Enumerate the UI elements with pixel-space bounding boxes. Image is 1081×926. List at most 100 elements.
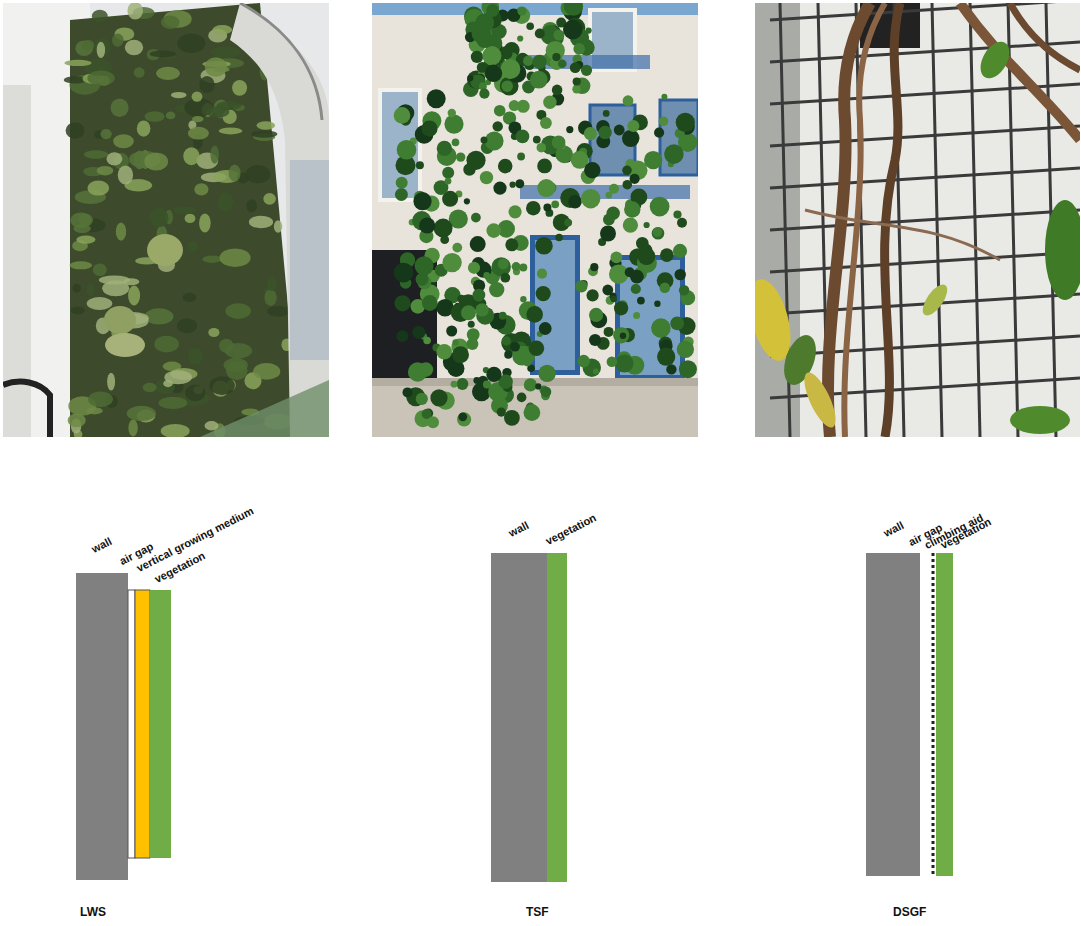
foliage-patch bbox=[183, 293, 197, 302]
ivy-leaf bbox=[577, 355, 590, 368]
foliage-patch bbox=[188, 348, 203, 365]
ivy-leaf bbox=[624, 201, 640, 217]
ivy-leaf bbox=[664, 144, 684, 164]
ivy-leaf bbox=[666, 364, 676, 374]
foliage-patch bbox=[224, 358, 248, 372]
ivy-leaf bbox=[552, 136, 566, 150]
ivy-leaf bbox=[609, 184, 619, 194]
foliage-patch bbox=[82, 40, 94, 50]
ivy-leaf bbox=[652, 227, 665, 240]
foliage-patch bbox=[87, 283, 95, 297]
ivy-leaf bbox=[584, 127, 597, 140]
ivy-leaf bbox=[581, 189, 600, 208]
trellis-bar bbox=[770, 252, 1080, 272]
ivy-leaf bbox=[422, 409, 432, 419]
vegetation-layer bbox=[936, 553, 953, 876]
foliage-patch bbox=[172, 207, 196, 214]
layer-label: wall bbox=[507, 520, 531, 539]
ivy-leaf bbox=[445, 178, 452, 185]
foliage-patch bbox=[183, 147, 199, 165]
ivy-leaf bbox=[623, 95, 634, 106]
foliage-patch bbox=[177, 34, 205, 53]
ivy-leaf bbox=[590, 263, 598, 271]
foliage-patch bbox=[229, 164, 241, 181]
foliage-patch bbox=[149, 208, 168, 227]
ivy-leaf bbox=[457, 295, 465, 303]
ivy-leaf bbox=[504, 410, 520, 426]
foliage-patch bbox=[210, 145, 219, 163]
ivy-leaf bbox=[566, 126, 573, 133]
ivy-leaf bbox=[535, 29, 545, 39]
ivy-leaf bbox=[555, 234, 563, 242]
foliage-patch bbox=[205, 421, 219, 430]
ivy-leaf bbox=[457, 412, 471, 426]
foliage-patch bbox=[210, 376, 235, 395]
ivy-leaf bbox=[589, 308, 603, 322]
photo-climbing-aid bbox=[755, 3, 1080, 437]
foliage-patch bbox=[161, 15, 180, 29]
ivy-leaf bbox=[451, 381, 458, 388]
foliage-patch bbox=[116, 223, 126, 241]
ivy-leaf bbox=[415, 256, 434, 275]
growing-medium-layer bbox=[135, 590, 150, 858]
ivy-leaf bbox=[520, 296, 526, 302]
foliage-patch bbox=[185, 385, 205, 402]
foliage-patch bbox=[145, 308, 174, 324]
ivy-leaf bbox=[537, 143, 547, 153]
trellis-bar bbox=[770, 168, 1080, 188]
ivy-leaf bbox=[654, 128, 664, 138]
ivy-leaf bbox=[508, 205, 521, 218]
ivy-leaf bbox=[677, 218, 687, 228]
ivy-leaf bbox=[436, 344, 452, 360]
ivy-leaf bbox=[523, 56, 533, 66]
ivy-leaf bbox=[589, 334, 601, 346]
ivy-leaf bbox=[456, 152, 465, 161]
ivy-leaf bbox=[498, 159, 513, 174]
ivy-leaf bbox=[654, 301, 660, 307]
foliage-patch bbox=[166, 112, 176, 120]
ivy-leaf bbox=[413, 192, 431, 210]
ivy-leaf bbox=[644, 222, 650, 228]
ivy-leaf bbox=[670, 317, 684, 331]
ivy-leaf bbox=[650, 197, 670, 217]
ivy-leaf bbox=[637, 297, 645, 305]
foliage-patch bbox=[111, 99, 129, 117]
foliage-patch bbox=[267, 276, 277, 291]
trellis-bar bbox=[770, 336, 1080, 356]
trellis-bar bbox=[970, 3, 980, 437]
foliage-patch bbox=[257, 121, 276, 129]
air-gap-layer bbox=[128, 590, 135, 858]
ivy-leaf bbox=[471, 213, 481, 223]
foliage-patch bbox=[219, 127, 243, 134]
ivy-leaf bbox=[622, 130, 639, 147]
foliage-patch bbox=[267, 306, 290, 317]
layer-label: wall bbox=[90, 536, 114, 555]
ivy-leaf bbox=[437, 141, 452, 156]
ivy-leaf bbox=[524, 404, 541, 421]
ivy-leaf bbox=[607, 207, 620, 220]
ivy-leaf bbox=[572, 85, 580, 93]
foliage-patch bbox=[185, 214, 196, 223]
wall-layer bbox=[491, 553, 547, 882]
ivy-leaf bbox=[524, 378, 537, 391]
foliage-patch bbox=[211, 46, 241, 58]
ivy-leaf bbox=[519, 264, 527, 272]
ivy-leaf bbox=[541, 386, 552, 397]
ivy-leaf bbox=[644, 151, 662, 169]
foliage-patch bbox=[84, 150, 108, 158]
ivy-leaf bbox=[515, 179, 524, 188]
ivy-leaf bbox=[593, 369, 599, 375]
ivy-leaf bbox=[526, 22, 534, 30]
foliage-patch bbox=[105, 333, 145, 357]
ivy-leaf bbox=[615, 354, 633, 372]
foliage-patch bbox=[70, 261, 93, 269]
ivy-leaf bbox=[493, 121, 503, 131]
ivy-leaf bbox=[611, 251, 623, 263]
foliage-patch bbox=[159, 397, 188, 409]
foliage-patch bbox=[137, 121, 151, 137]
wall-layer bbox=[866, 553, 920, 876]
ivy-leaf bbox=[659, 117, 669, 127]
ivy-leaf bbox=[587, 289, 599, 301]
ivy-leaf bbox=[452, 139, 460, 147]
ivy-leaf bbox=[442, 143, 450, 151]
